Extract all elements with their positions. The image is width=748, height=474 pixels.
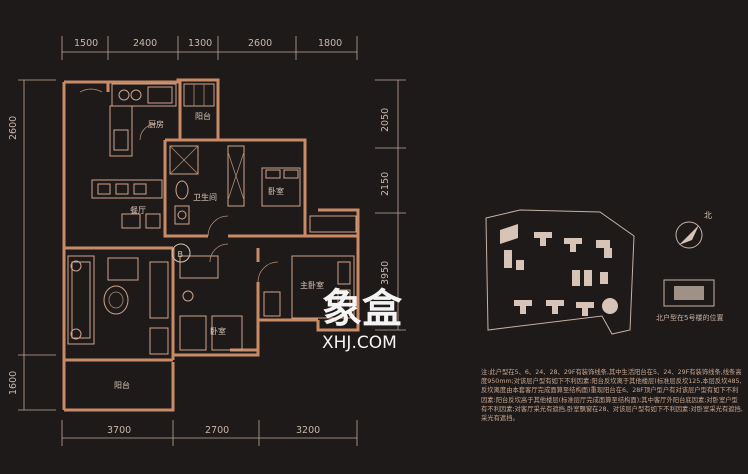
dim-right-1: 2050 [380,108,391,132]
watermark-url: XHJ.COM [322,333,397,353]
label-balcony-top: 阳台 [195,111,211,121]
bathroom-fixtures [169,145,229,237]
dim-left-1: 2600 [8,116,19,140]
dim-top-5: 1800 [318,38,342,49]
notes-paragraph: 注:此户型在5、6、24、28、29F有装饰线条,其中生活阳台在5、24、29F… [481,369,743,423]
dim-left-2: 1600 [8,371,19,395]
dim-right-3: 3950 [380,261,391,285]
watermark-brand: 象盒 [322,286,403,332]
label-bathroom: 卫生间 [193,192,217,202]
dining-fixtures [91,179,163,229]
label-balcony-bottom: 阳台 [114,380,130,390]
label-kitchen: 厨房 [148,119,164,129]
label-bedroom-lower: 卧室 [210,326,226,336]
dimension-bottom: 3700 2700 3200 [61,420,358,446]
master-bedroom-fixtures [257,215,357,319]
dim-top-3: 1300 [188,38,212,49]
label-bedroom-top: 卧室 [268,186,284,196]
label-dining: 餐厅 [130,206,146,215]
site-plan-caption: 北户型在5号楼的位置 [656,313,723,322]
dim-top-1: 1500 [74,38,98,49]
room-marker-label: B [178,250,184,259]
walls [62,78,360,412]
watermark-logo: 象盒 XHJ.COM [322,286,403,353]
kitchen-fixtures [79,83,215,157]
dimension-top: 1500 2400 1300 2600 1800 [61,36,358,60]
dim-top-2: 2400 [133,38,157,49]
dim-top-4: 2600 [248,38,272,49]
dim-bottom-2: 2700 [205,425,229,436]
site-plan: 北 北户型在5号楼的位置 [485,209,723,335]
room-marker-circle [171,243,191,263]
bedroom-top-fixtures [227,145,301,207]
living-room-fixtures [67,255,169,355]
north-label: 北 [704,211,712,220]
dim-bottom-3: 3200 [296,425,320,436]
dimension-left: 2600 1600 [8,79,56,411]
label-master-bedroom: 主卧室 [300,280,324,290]
dimension-right: 2050 2150 3950 [375,79,406,331]
dim-bottom-1: 3700 [107,425,131,436]
dim-right-2: 2150 [380,172,391,196]
compass-icon [675,221,703,249]
bedroom-lower-fixtures [179,243,243,351]
